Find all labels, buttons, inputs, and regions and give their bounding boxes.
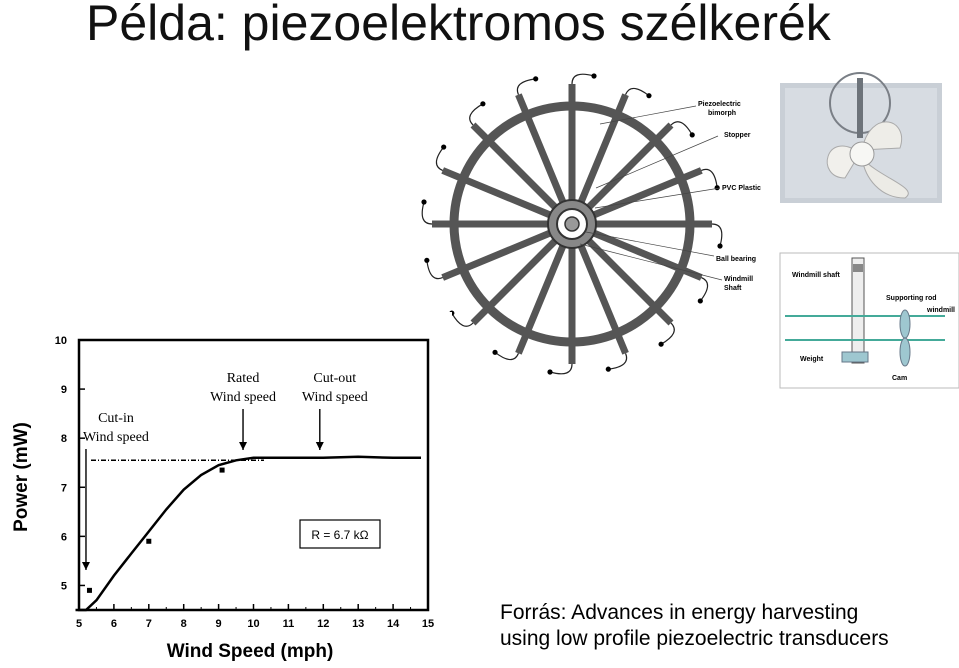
piezo-bimorph [516,78,536,95]
annotation-line1: Cut-in [98,411,134,426]
stopper-dot [658,341,664,347]
y-tick-label: 7 [61,482,67,494]
stopper-dot [605,366,611,372]
y-tick-label: 10 [55,335,67,347]
annotation-line2: Wind speed [83,430,149,445]
piezo-bimorph [494,351,519,361]
shaft-label-2: Shaft [724,285,742,292]
x-tick-label: 13 [352,618,364,630]
measured-point [146,538,152,544]
stopper-dot [441,144,447,150]
measured-point [86,587,92,593]
stopper-dot [533,76,539,82]
source-line-1: Forrás: Advances in energy harvesting [500,601,859,624]
x-axis-ticks: 5 6 7 8 9 10 11 12 13 14 15 [76,604,434,630]
cam-label: Cam [892,375,907,382]
annotation-line1: Cut-out [313,371,356,386]
y-tick-label: 6 [61,531,67,543]
piezo-bimorph [469,103,484,126]
weight-label: Weight [800,356,824,363]
resistance-legend: R = 6.7 kΩ [299,519,381,549]
stopper-dot [689,132,695,138]
bearing-label: Ball bearing [716,256,756,263]
y-axis-ticks: 5 6 7 8 9 10 [55,335,85,592]
source-caption: Forrás: Advances in energy harvesting us… [500,600,889,652]
fan-photo [780,72,942,203]
side-view-schematic [779,252,959,389]
y-tick-label: 8 [61,433,67,445]
windmill-diagram: Piezoelectric bimorph Stopper PVC Plasti… [421,72,959,389]
x-tick-label: 9 [216,618,222,630]
x-tick-label: 11 [283,618,295,630]
stopper-dot [480,101,486,107]
stopper-dot [421,199,427,205]
stopper-dot [717,243,723,249]
piezo-bimorph [625,87,650,97]
shaft-label: Windmill [724,276,753,283]
label-leaders [579,105,723,281]
annotation-arrowhead [239,442,248,450]
piezo-bimorph [711,223,723,247]
x-tick-label: 14 [387,618,400,630]
annotation-line1: Rated [227,371,260,386]
piezo-bimorph [699,277,709,302]
pvc-label: PVC Plastic [722,185,761,192]
side-windmill-label: windmill [926,307,955,314]
slide-title: Példa: piezoelektromos szélkerék [86,0,831,51]
stopper-dot [697,298,703,304]
stopper-dot [492,349,498,355]
x-tick-label: 6 [111,618,117,630]
piezo-label: Piezoelectric [698,101,741,108]
piezo-bimorph [426,260,443,280]
annotation-arrowhead [315,442,324,450]
annotation-line2: Wind speed [302,390,368,405]
x-tick-label: 8 [181,618,187,630]
stopper-dot [646,93,652,99]
piezo-bimorph [571,73,595,85]
measured-points [86,467,225,593]
source-line-2: using low profile piezoelectric transduc… [500,627,889,650]
piezo-bimorph [435,146,445,171]
y-tick-label: 9 [61,384,67,396]
stopper-dot [547,369,553,375]
power-curve [75,455,421,612]
windmill-rim [449,101,695,347]
piezo-bimorph [608,353,628,370]
windmill-shaft [564,216,580,232]
legend-text: R = 6.7 kΩ [311,528,368,542]
y-axis-label: Power (mW) [11,422,32,532]
piezo-bimorph [701,168,718,188]
y-tick-label: 5 [61,580,67,592]
annotation-line2: Wind speed [210,390,276,405]
supporting-rod-label: Supporting rod [886,295,937,302]
x-tick-label: 15 [422,618,434,630]
side-windmill-shaft-label: Windmill shaft [792,272,840,279]
piezo-bimorph [549,363,573,375]
x-tick-label: 10 [247,618,259,630]
piezo-bimorph [660,322,675,345]
measured-point [219,467,225,473]
stopper-label: Stopper [724,132,751,139]
stopper-dot [714,185,720,191]
x-tick-label: 12 [317,618,329,630]
piezo-bimorph [451,312,474,327]
x-tick-label: 5 [76,618,82,630]
piezo-bimorph [421,201,433,225]
x-tick-label: 7 [146,618,152,630]
annotation-arrowhead [81,562,90,570]
x-axis-label: Wind Speed (mph) [167,641,334,662]
stopper-dot [424,257,430,263]
stopper-dot [591,73,597,79]
piezo-bimorph [670,121,693,136]
piezo-label-2: bimorph [708,110,736,117]
